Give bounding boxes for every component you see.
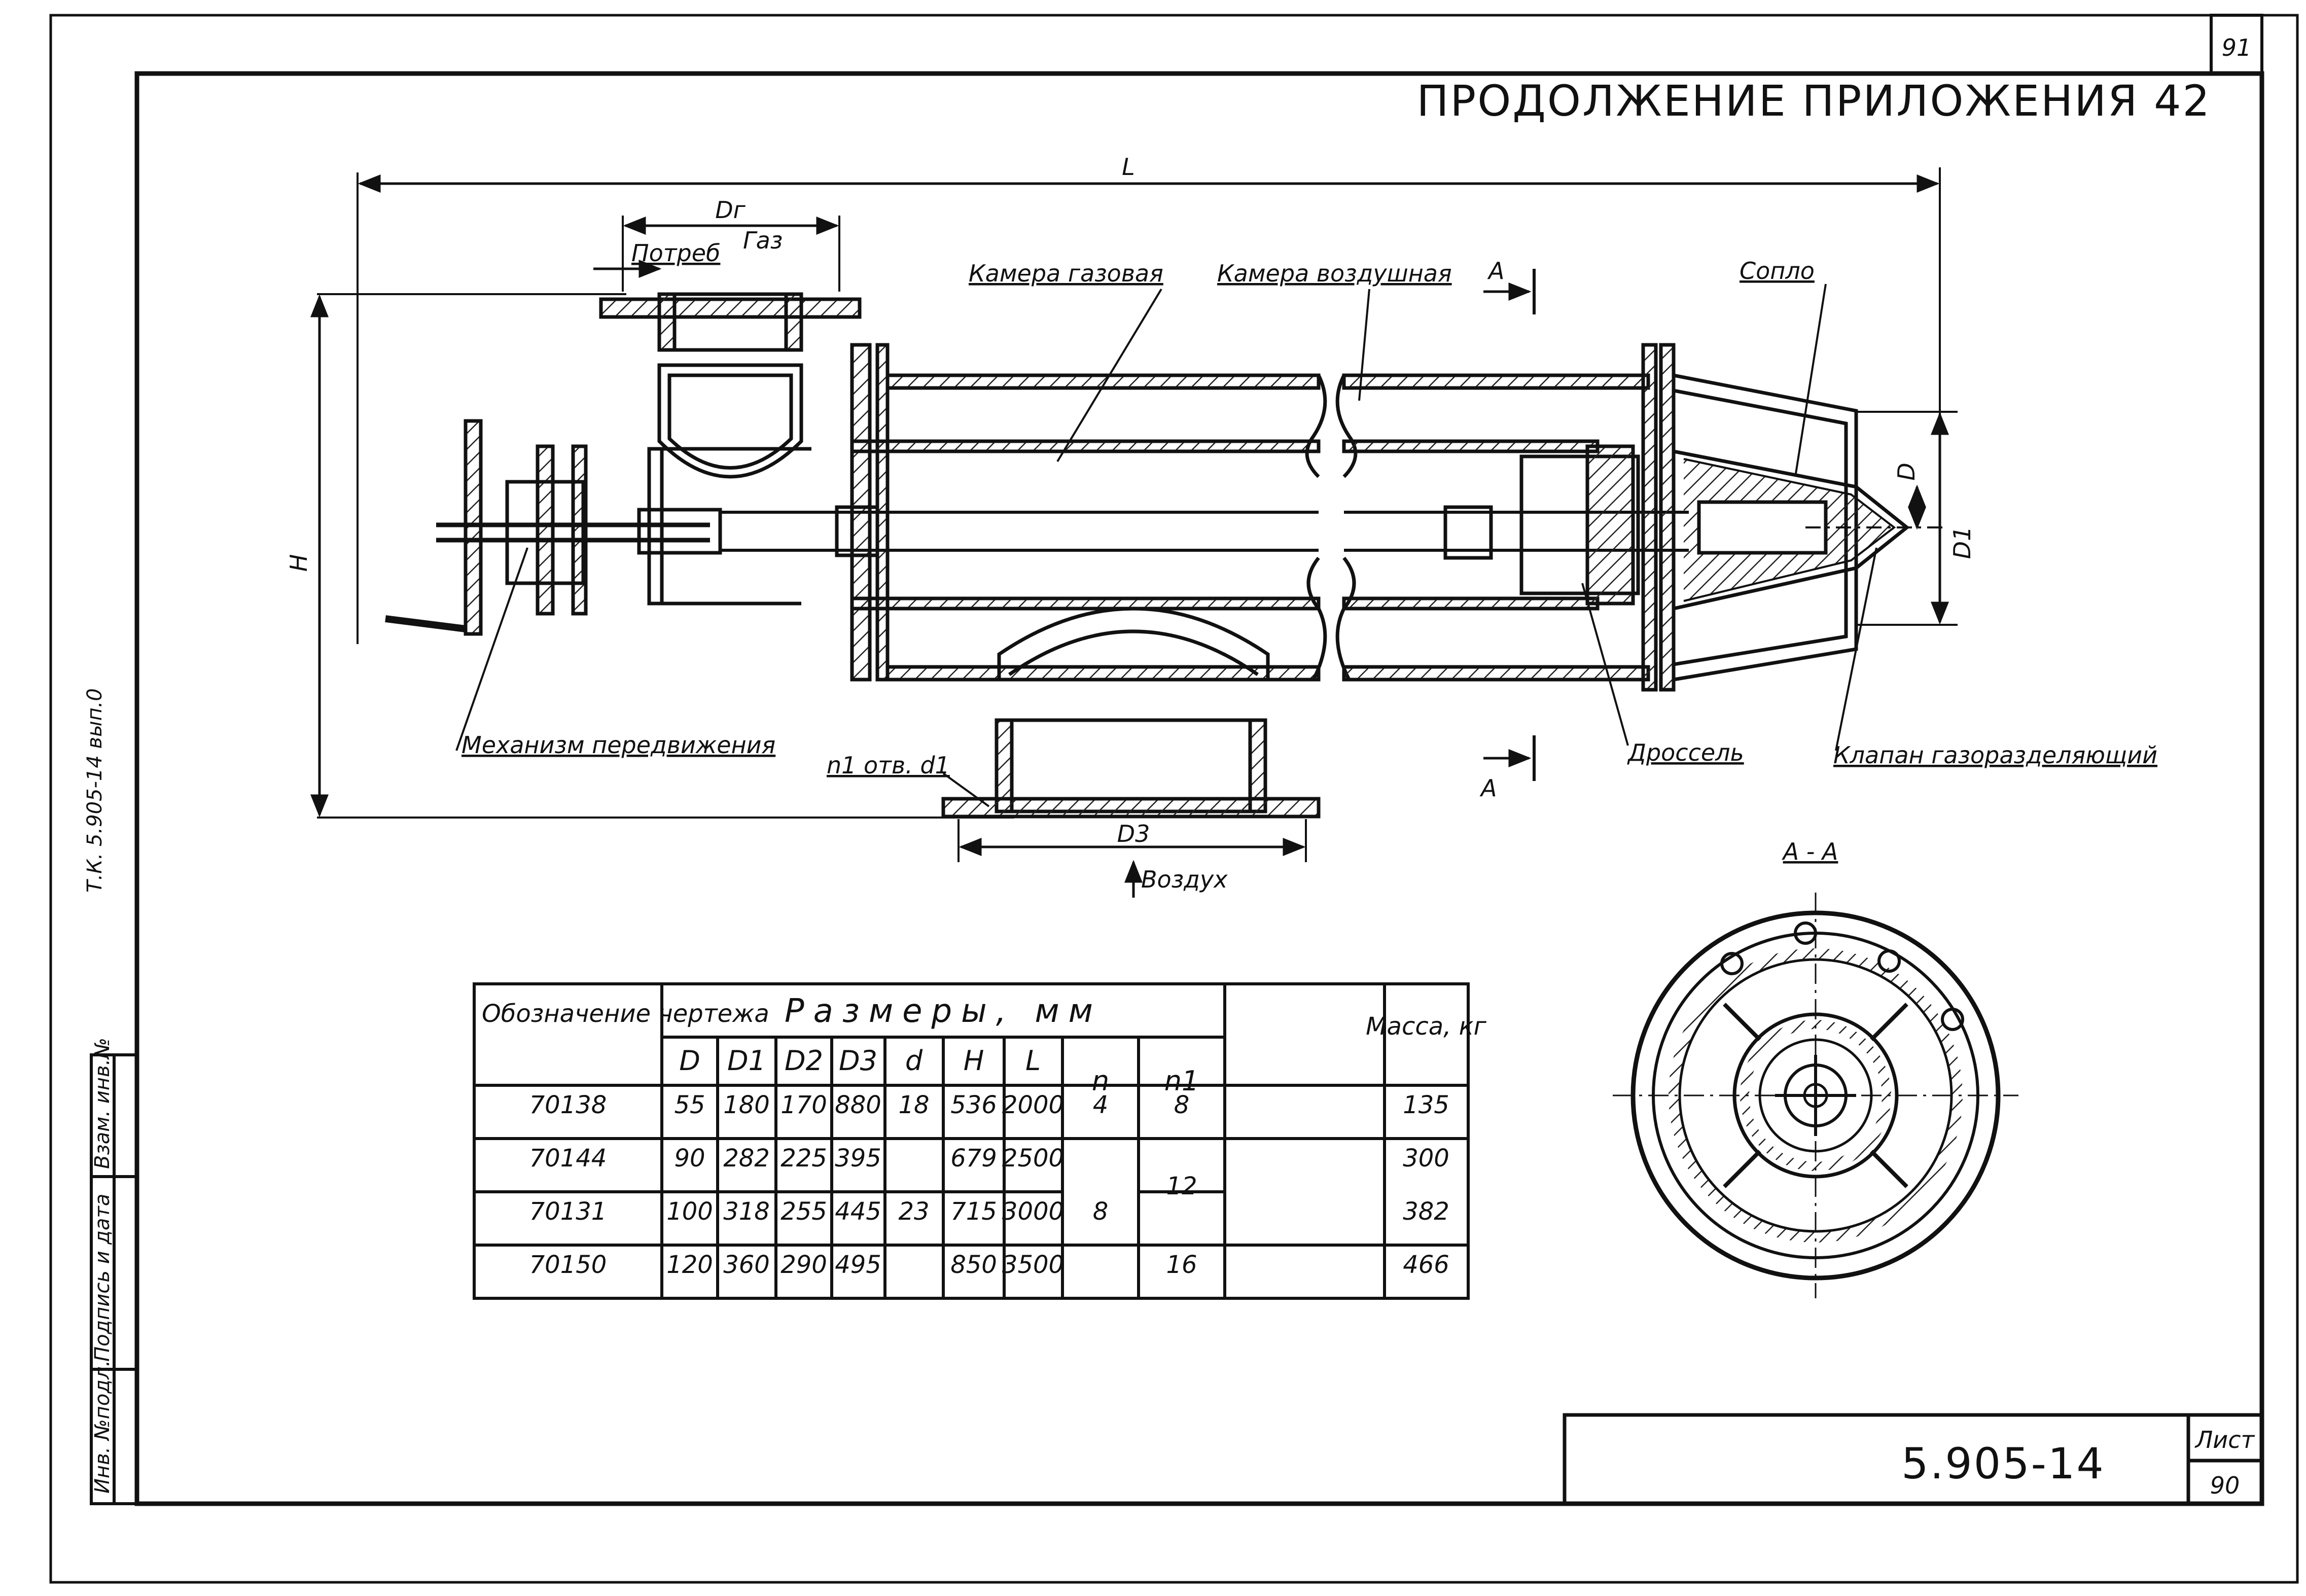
table-cell: 8 — [1093, 1197, 1109, 1226]
table-cell: 8 — [1174, 1091, 1190, 1119]
table-cell: 880 — [835, 1091, 881, 1119]
table-column-header: H — [964, 1045, 984, 1077]
table-cell-mass: 135 — [1403, 1091, 1449, 1119]
table-cell: 2000 — [1002, 1091, 1064, 1119]
table-column-header: D3 — [839, 1045, 877, 1077]
table-header-mass: Масса, кг — [1366, 1012, 1487, 1041]
table-cell-designation: 70144 — [529, 1144, 607, 1173]
table-cell: 120 — [666, 1251, 713, 1279]
table-cell-designation: 70138 — [529, 1091, 607, 1119]
section-title: А - А — [1782, 838, 1838, 865]
label-gas-chamber: Камера газовая — [969, 260, 1163, 287]
dim-H: H — [285, 554, 312, 572]
table-cell: 282 — [723, 1144, 770, 1173]
table-column-header: D1 — [727, 1045, 766, 1077]
sheet-title: ПРОДОЛЖЕНИЕ ПРИЛОЖЕНИЯ 42 — [1416, 76, 2211, 126]
table-cell: 23 — [898, 1197, 929, 1226]
table-cell-designation: 70131 — [529, 1197, 607, 1226]
table-header-designation: Обозначение чертежа — [482, 1000, 769, 1028]
side-strip — [90, 1053, 138, 1505]
table-column-header: n1 — [1164, 1065, 1199, 1097]
section-mark-top: A — [1487, 257, 1504, 285]
table-cell: 90 — [674, 1144, 705, 1173]
table-cell: 395 — [835, 1144, 881, 1173]
section-mark-bottom: A — [1479, 774, 1497, 802]
table-cell: 225 — [781, 1144, 827, 1173]
table-cell: 445 — [835, 1197, 881, 1226]
table-cell: 100 — [666, 1197, 713, 1226]
dimensions-table-grid — [473, 982, 1470, 1300]
table-cell: 55 — [674, 1091, 705, 1119]
table-cell-designation: 70150 — [529, 1251, 607, 1279]
table-column-header: D — [679, 1045, 700, 1077]
table-cell: 318 — [723, 1197, 770, 1226]
dim-D3: D3 — [1117, 820, 1150, 847]
label-valve: Клапан газоразделяющий — [1833, 741, 2157, 769]
table-cell: 495 — [835, 1251, 881, 1279]
label-throttle: Дроссель — [1627, 739, 1744, 766]
label-gas: Газ — [743, 227, 783, 254]
dim-D1: D1 — [1948, 526, 1976, 559]
table-cell: 16 — [1166, 1251, 1197, 1279]
stamp-code: 5.905-14 — [1901, 1439, 2105, 1488]
table-cell: 3500 — [1002, 1251, 1064, 1279]
table-cell: 360 — [723, 1251, 770, 1279]
label-air: Воздух — [1141, 866, 1228, 893]
page-number: 91 — [2222, 34, 2252, 61]
dimensions-table: Обозначение чертежа Размеры, мм Масса, к… — [482, 992, 1487, 1279]
page-frame — [49, 14, 2299, 1584]
section-view-a-a — [1613, 893, 2018, 1298]
table-cell-mass: 382 — [1403, 1197, 1449, 1226]
table-cell-mass: 300 — [1403, 1144, 1449, 1173]
sheet-label: Лист — [2194, 1426, 2255, 1453]
label-air-chamber: Камера воздушная — [1217, 260, 1452, 287]
burner-main-view — [310, 167, 1958, 898]
dim-Dg: Dг — [715, 196, 746, 224]
table-cell: 536 — [950, 1091, 997, 1119]
label-mechanism: Механизм передвижения — [462, 731, 775, 759]
table-cell: 12 — [1166, 1172, 1197, 1200]
table-cell: 170 — [781, 1091, 827, 1119]
label-nozzle: Сопло — [1740, 257, 1815, 285]
table-cell: 18 — [898, 1091, 929, 1119]
side-field-inv: Инв. №подл. — [91, 1360, 114, 1494]
table-cell: 255 — [781, 1197, 827, 1226]
side-code: Т.К. 5.905-14 вып.0 — [83, 688, 107, 893]
table-cell: 715 — [950, 1197, 997, 1226]
label-consumer: Потреб — [631, 239, 720, 267]
table-cell: 3000 — [1002, 1197, 1064, 1226]
table-cell: 2500 — [1002, 1144, 1064, 1173]
table-cell: 4 — [1093, 1091, 1109, 1119]
table-header-dimensions: Размеры, мм — [785, 992, 1102, 1030]
dim-D: D — [1893, 463, 1920, 480]
side-field-sign: Подпись и дата — [91, 1194, 114, 1362]
table-cell: 679 — [950, 1144, 997, 1173]
table-cell: 290 — [781, 1251, 827, 1279]
table-column-header: n — [1092, 1065, 1109, 1097]
table-column-header: d — [905, 1045, 923, 1077]
dim-L: L — [1122, 153, 1135, 181]
table-column-header: D2 — [785, 1045, 823, 1077]
label-holes: n1 отв. d1 — [827, 752, 950, 779]
table-cell: 850 — [950, 1251, 997, 1279]
table-cell-mass: 466 — [1403, 1251, 1449, 1279]
title-block — [1563, 1413, 2264, 1506]
side-field-replace: Взам. инв.№ — [91, 1038, 114, 1169]
sheet-number: 90 — [2210, 1472, 2240, 1499]
table-cell: 180 — [723, 1091, 770, 1119]
table-column-header: L — [1025, 1045, 1041, 1077]
table-column-headers: D D1 D2 D3 d H Ln n1 — [679, 1045, 1199, 1097]
